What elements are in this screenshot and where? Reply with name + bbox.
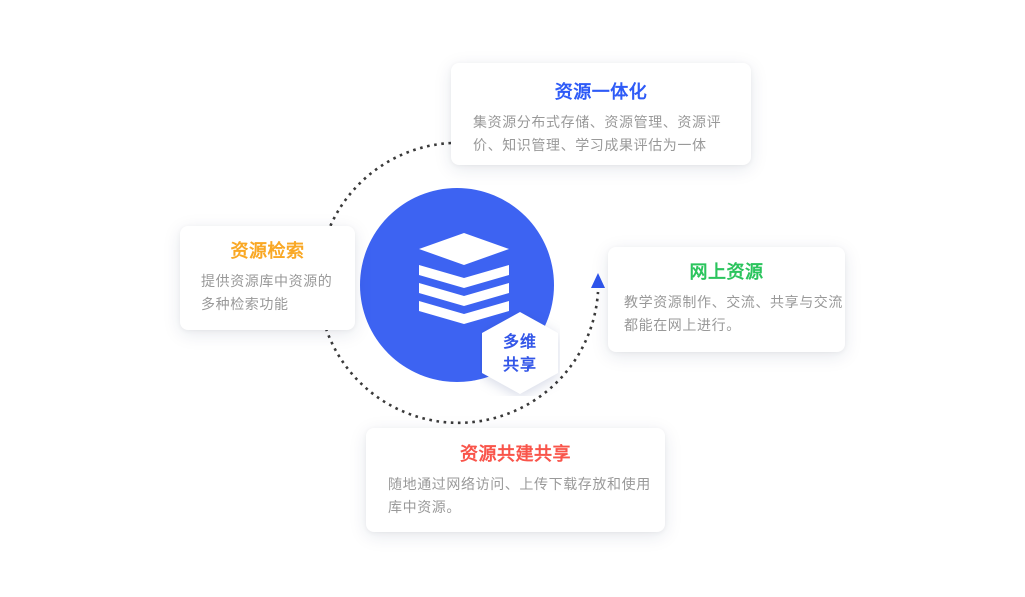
description-line: 多种检索功能	[201, 296, 289, 312]
description-line: 提供资源库中资源的	[201, 273, 333, 289]
badge-line-1: 多维	[502, 334, 537, 351]
card-title: 资源一体化	[554, 82, 648, 102]
ring-arrowhead-icon	[591, 273, 605, 288]
card-title: 资源检索	[230, 241, 305, 261]
hexagon-badge	[482, 312, 558, 394]
description-line: 价、知识管理、学习成果评估为一体	[473, 137, 707, 153]
layers-stack-icon	[419, 233, 509, 324]
description-line: 教学资源制作、交流、共享与交流	[624, 294, 843, 310]
hexagon-badge-text: 多维 共享	[480, 331, 560, 377]
card-description: 教学资源制作、交流、共享与交流 都能在网上进行。	[624, 291, 843, 337]
card-title: 资源共建共享	[460, 444, 571, 464]
card-resource-search: 资源检索 提供资源库中资源的 多种检索功能	[180, 226, 355, 330]
card-description: 提供资源库中资源的 多种检索功能	[201, 270, 334, 316]
description-line: 集资源分布式存储、资源管理、资源评	[473, 114, 722, 130]
card-resource-integration: 资源一体化 集资源分布式存储、资源管理、资源评 价、知识管理、学习成果评估为一体	[451, 63, 751, 165]
badge-line-2: 共享	[502, 357, 537, 374]
description-line: 库中资源。	[388, 499, 461, 515]
description-line: 随地通过网络访问、上传下载存放和使用	[388, 476, 651, 492]
dotted-ring-arc	[317, 141, 600, 425]
card-title: 网上资源	[689, 262, 764, 282]
card-co-construction-sharing: 资源共建共享 随地通过网络访问、上传下载存放和使用 库中资源。	[366, 428, 665, 532]
card-description: 随地通过网络访问、上传下载存放和使用 库中资源。	[388, 473, 651, 519]
card-online-resources: 网上资源 教学资源制作、交流、共享与交流 都能在网上进行。	[608, 247, 845, 352]
description-line: 都能在网上进行。	[624, 317, 741, 333]
card-description: 集资源分布式存储、资源管理、资源评 价、知识管理、学习成果评估为一体	[473, 111, 729, 157]
